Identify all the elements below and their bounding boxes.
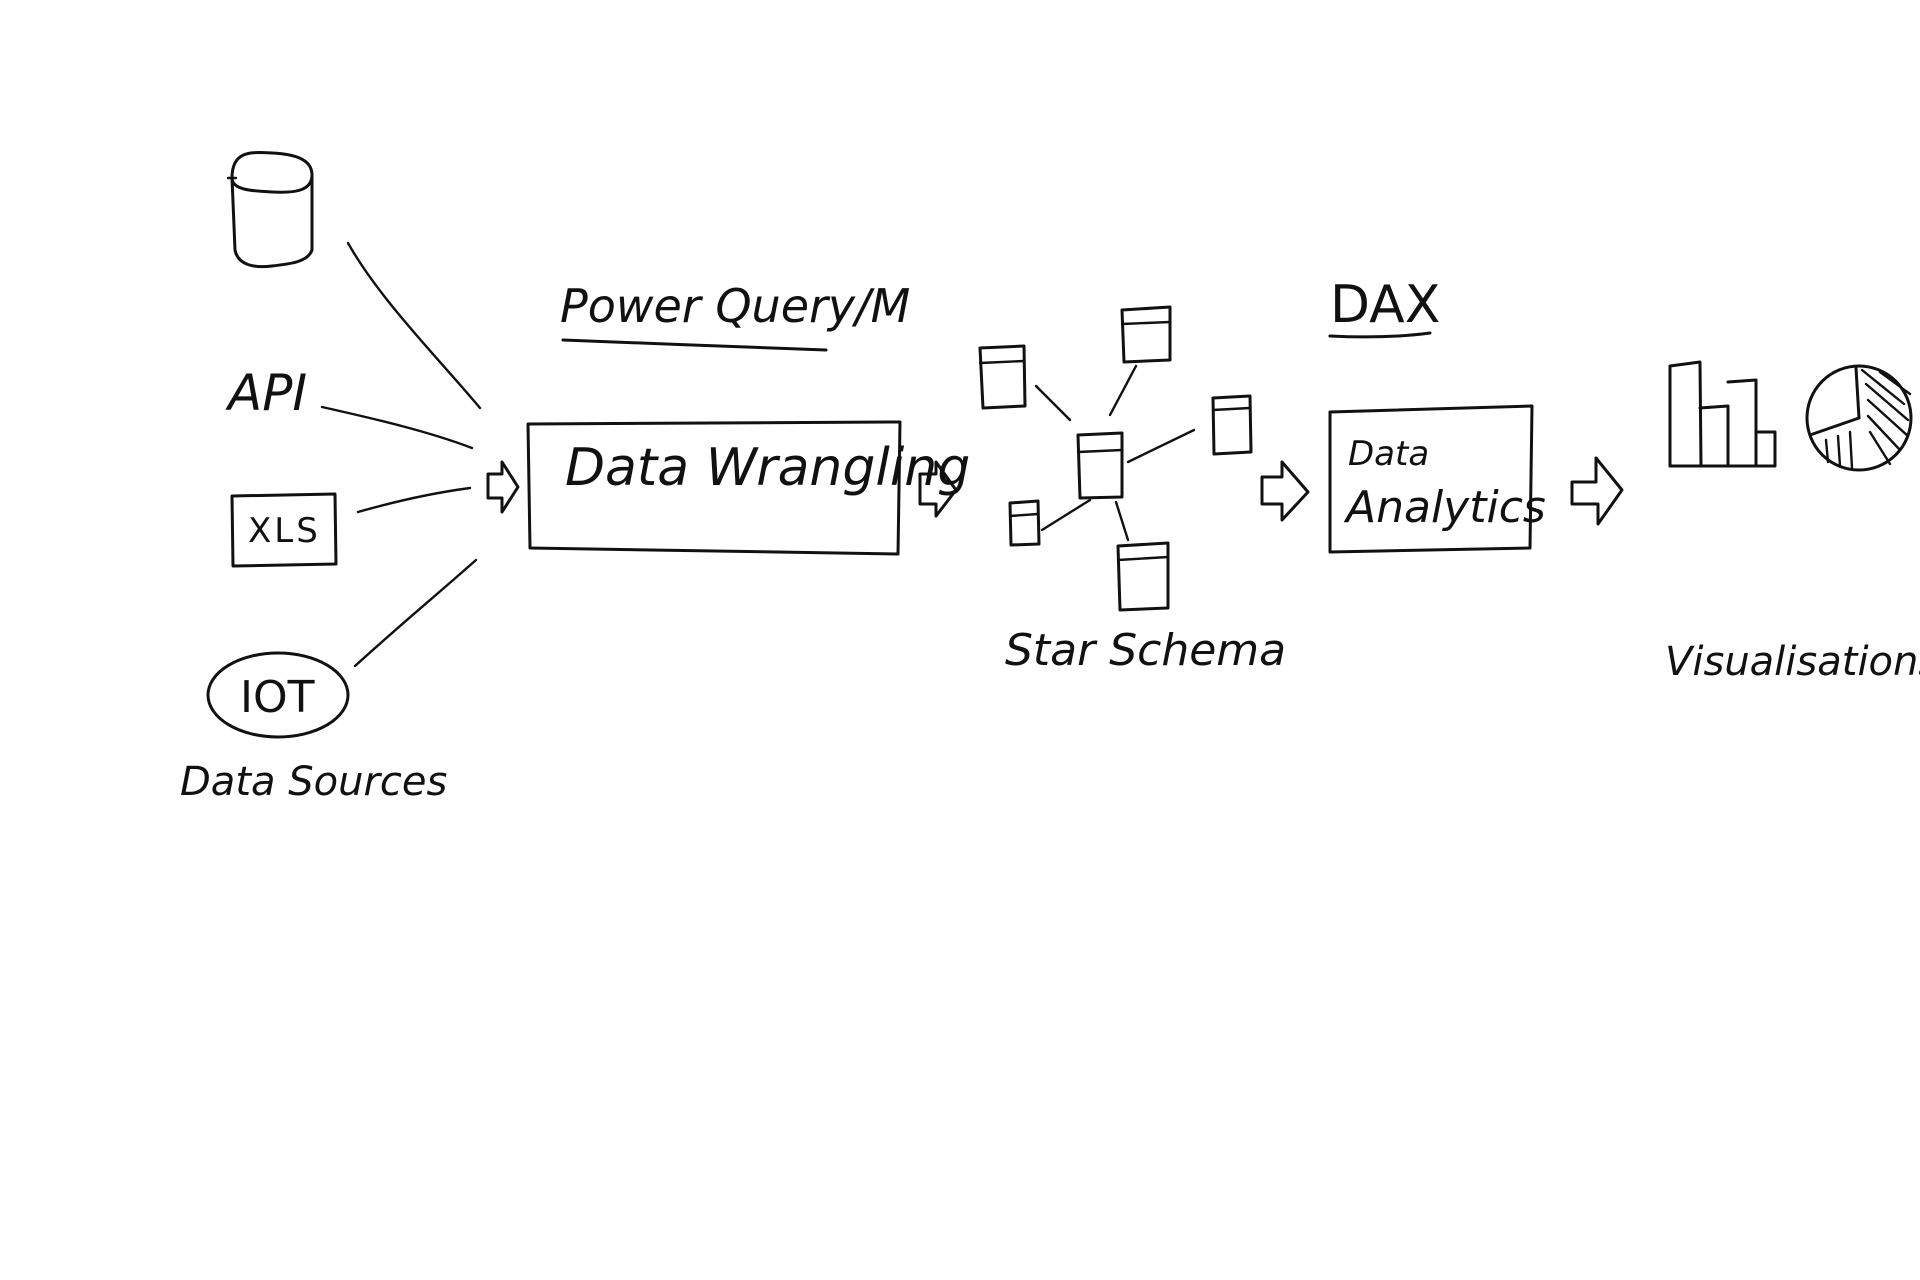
- table-icon: [1076, 431, 1124, 500]
- table-icon: [978, 344, 1027, 410]
- dax-label: DAX: [1330, 275, 1440, 335]
- data-analytics-label-line1: Data: [1348, 434, 1429, 474]
- database-cylinder-icon: [226, 151, 314, 269]
- pie-chart-icon: [1805, 364, 1913, 472]
- data-analytics-box: Data Analytics: [1328, 404, 1546, 554]
- xls-label: XLS: [248, 511, 321, 551]
- data-analytics-label-line2: Analytics: [1343, 482, 1546, 533]
- table-icon: [1211, 394, 1253, 456]
- visualisations-label: Visualisations: [1665, 639, 1920, 685]
- star-schema-label: Star Schema: [1005, 625, 1286, 676]
- dax-underline: [1328, 331, 1432, 339]
- xls-source: XLS: [230, 492, 338, 568]
- iot-label: IOT: [240, 672, 315, 723]
- data-wrangling-box: Data Wrangling: [526, 420, 970, 556]
- arrow-right-icon: [1260, 460, 1310, 522]
- bar-chart-icon: [1668, 360, 1777, 468]
- table-icon: [1116, 541, 1170, 612]
- source-connectors: [320, 241, 482, 668]
- power-query-underline: [561, 338, 828, 352]
- arrow-right-icon: [1570, 456, 1624, 526]
- api-label: API: [225, 364, 307, 422]
- data-sources-label: Data Sources: [180, 759, 447, 805]
- arrow-right-icon: [918, 460, 958, 518]
- arrow-right-icon: [486, 460, 520, 514]
- table-icon: [1008, 499, 1041, 547]
- iot-source: IOT: [206, 651, 350, 739]
- power-query-label: Power Query/M: [560, 279, 910, 333]
- data-wrangling-label: Data Wrangling: [565, 438, 970, 498]
- table-icon: [1120, 305, 1172, 364]
- star-schema-diagram: [978, 305, 1253, 612]
